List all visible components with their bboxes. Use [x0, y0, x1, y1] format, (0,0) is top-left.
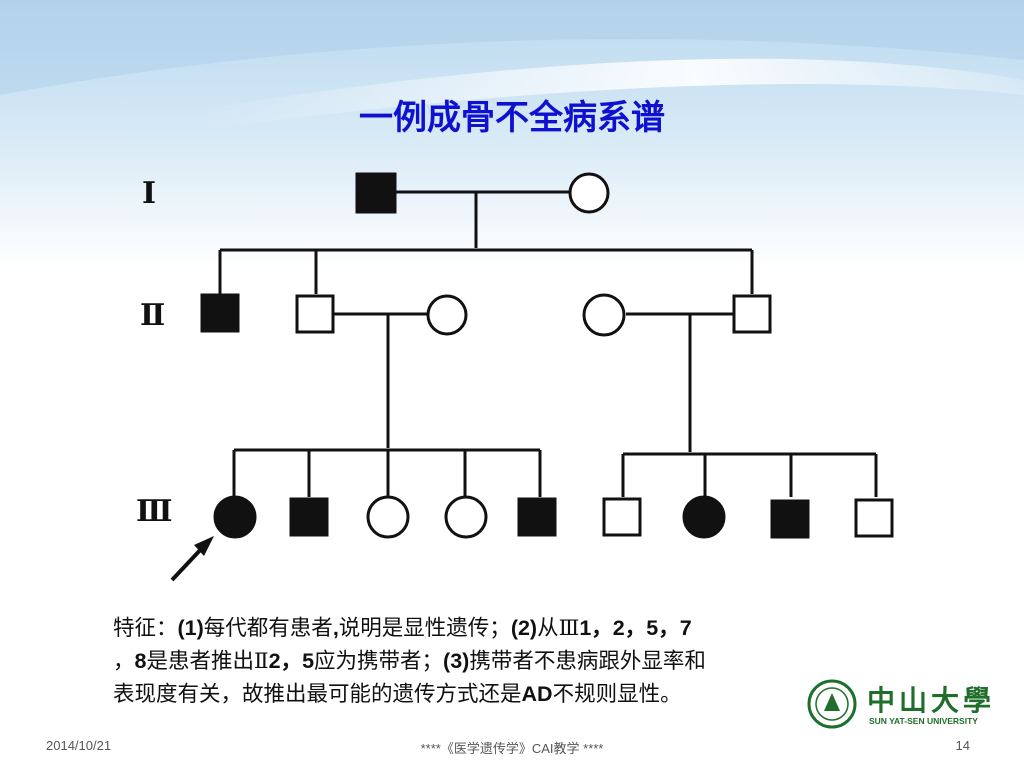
unaffected-female-III3: [366, 495, 410, 539]
description-line-2: ，8是患者推出Ⅱ2，5应为携带者；(3)携带者不患病跟外显率和: [113, 649, 706, 674]
unaffected-female-III4: [444, 495, 488, 539]
unaffected-male-II2: [295, 294, 335, 334]
affected-male-III8: [770, 499, 810, 539]
affected-male-III2: [289, 497, 329, 537]
generation-label-1: Ⅰ: [142, 176, 156, 211]
slide-title: 一例成骨不全病系谱: [359, 98, 665, 138]
affected-male-III5: [517, 497, 557, 537]
footer-page-number: 14: [955, 738, 970, 753]
description-text: 特征：(1)每代都有患者,说明是显性遗传；(2)从Ⅲ1，2，5，7 ，8是患者推…: [113, 612, 913, 711]
university-logo: 中山大學 SUN YAT-SEN UNIVERSITY: [805, 679, 1005, 729]
affected-female-III1-proband: [213, 495, 257, 539]
affected-female-III7: [682, 495, 726, 539]
logo-english-name: SUN YAT-SEN UNIVERSITY: [869, 716, 978, 726]
unaffected-male-III9: [854, 498, 894, 538]
unaffected-male-III6: [602, 497, 642, 537]
footer-course-title: ****《医学遗传学》CAI教学 ****: [420, 741, 604, 756]
affected-male-II1: [200, 293, 240, 333]
proband-arrow-icon: [170, 536, 214, 582]
unaffected-female-II3: [426, 294, 468, 336]
affected-male-I1: [355, 172, 397, 214]
generation-label-3: Ⅲ: [136, 494, 173, 529]
description-line-3: 表现度有关，故推出最可能的遗传方式还是AD不规则显性。: [113, 682, 682, 707]
generation-label-2: Ⅱ: [140, 298, 165, 333]
unaffected-male-II5: [732, 294, 772, 334]
university-seal-icon: [807, 679, 857, 729]
logo-chinese-name: 中山大學: [867, 684, 996, 717]
footer-date: 2014/10/21: [46, 738, 112, 753]
unaffected-female-II4: [582, 293, 626, 337]
description-line-1: 特征：(1)每代都有患者,说明是显性遗传；(2)从Ⅲ1，2，5，7: [113, 616, 692, 641]
unaffected-female-I2: [568, 172, 610, 214]
